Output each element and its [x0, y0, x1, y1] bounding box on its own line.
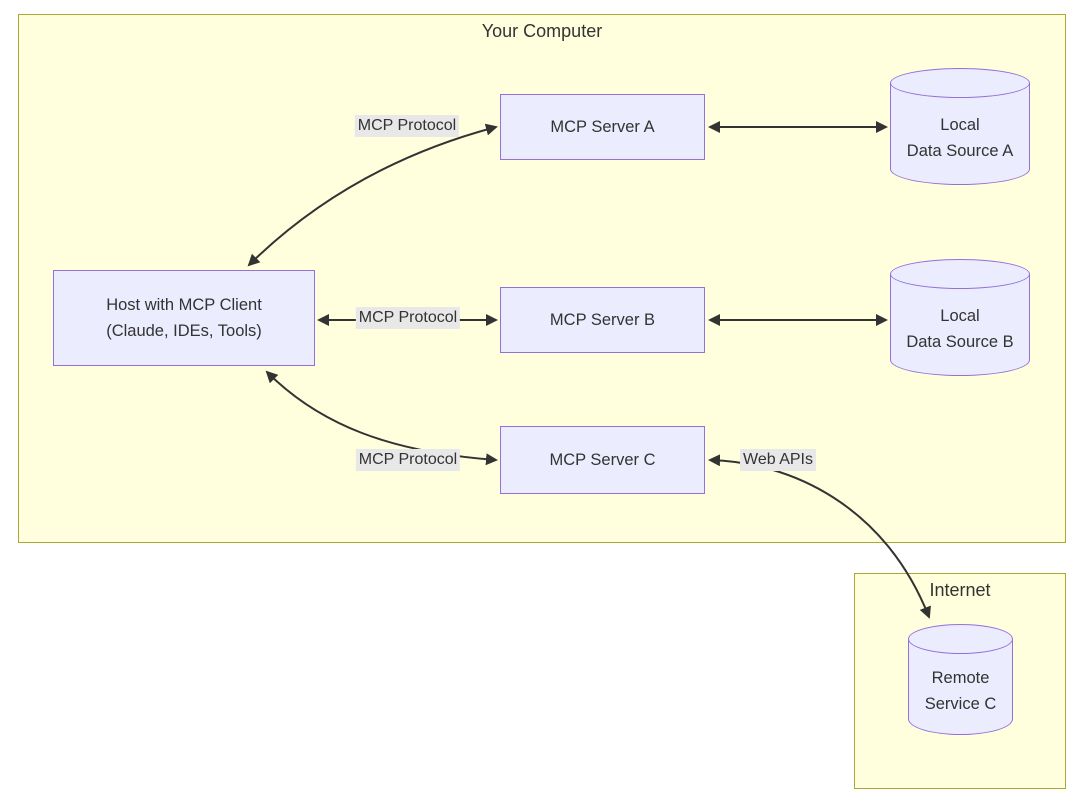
edge-label-mcp-protocol-a: MCP Protocol	[354, 115, 460, 137]
edge-host-to-server-c	[265, 370, 498, 466]
label-line1: Local	[940, 306, 980, 325]
node-host-label-line2: (Claude, IDEs, Tools)	[106, 322, 262, 340]
label-line2: Data Source A	[906, 141, 1014, 160]
node-local-data-source-b: Local Data Source B	[890, 259, 1030, 376]
cylinder-body	[908, 639, 1013, 735]
label-line1: Remote	[931, 668, 990, 687]
cylinder-body	[890, 83, 1030, 185]
edge-label-mcp-protocol-b: MCP Protocol	[355, 307, 461, 329]
node-host-with-mcp-client: Host with MCP Client (Claude, IDEs, Tool…	[53, 270, 315, 366]
node-mcp-server-c-label: MCP Server C	[549, 451, 656, 469]
node-local-data-source-a: Local Data Source A	[890, 68, 1030, 185]
node-mcp-server-b: MCP Server B	[500, 287, 705, 353]
cluster-internet-title: Internet	[929, 580, 991, 600]
node-local-data-source-a-label: Local Data Source A	[890, 94, 1030, 181]
label-line1: Local	[940, 115, 980, 134]
edge-host-to-server-a	[247, 123, 498, 267]
node-local-data-source-b-label: Local Data Source B	[890, 285, 1030, 372]
label-line2: Service C	[924, 694, 997, 713]
node-mcp-server-b-label: MCP Server B	[549, 311, 656, 329]
node-remote-service-c: Remote Service C	[908, 624, 1013, 735]
node-mcp-server-a: MCP Server A	[500, 94, 705, 160]
edge-label-mcp-protocol-c: MCP Protocol	[355, 449, 461, 471]
label-line2: Data Source B	[906, 332, 1014, 351]
cylinder-top	[890, 259, 1030, 289]
edge-label-web-apis: Web APIs	[740, 449, 816, 471]
cluster-your-computer-title: Your Computer	[481, 21, 603, 41]
edge-server-c-to-remote-c	[708, 454, 931, 619]
cylinder-top	[890, 68, 1030, 98]
cylinder-top	[908, 624, 1013, 654]
node-host-label-line1: Host with MCP Client	[106, 296, 262, 314]
node-mcp-server-a-label: MCP Server A	[550, 118, 655, 136]
node-remote-service-c-label: Remote Service C	[908, 650, 1013, 731]
cylinder-body	[890, 274, 1030, 376]
node-mcp-server-c: MCP Server C	[500, 426, 705, 494]
